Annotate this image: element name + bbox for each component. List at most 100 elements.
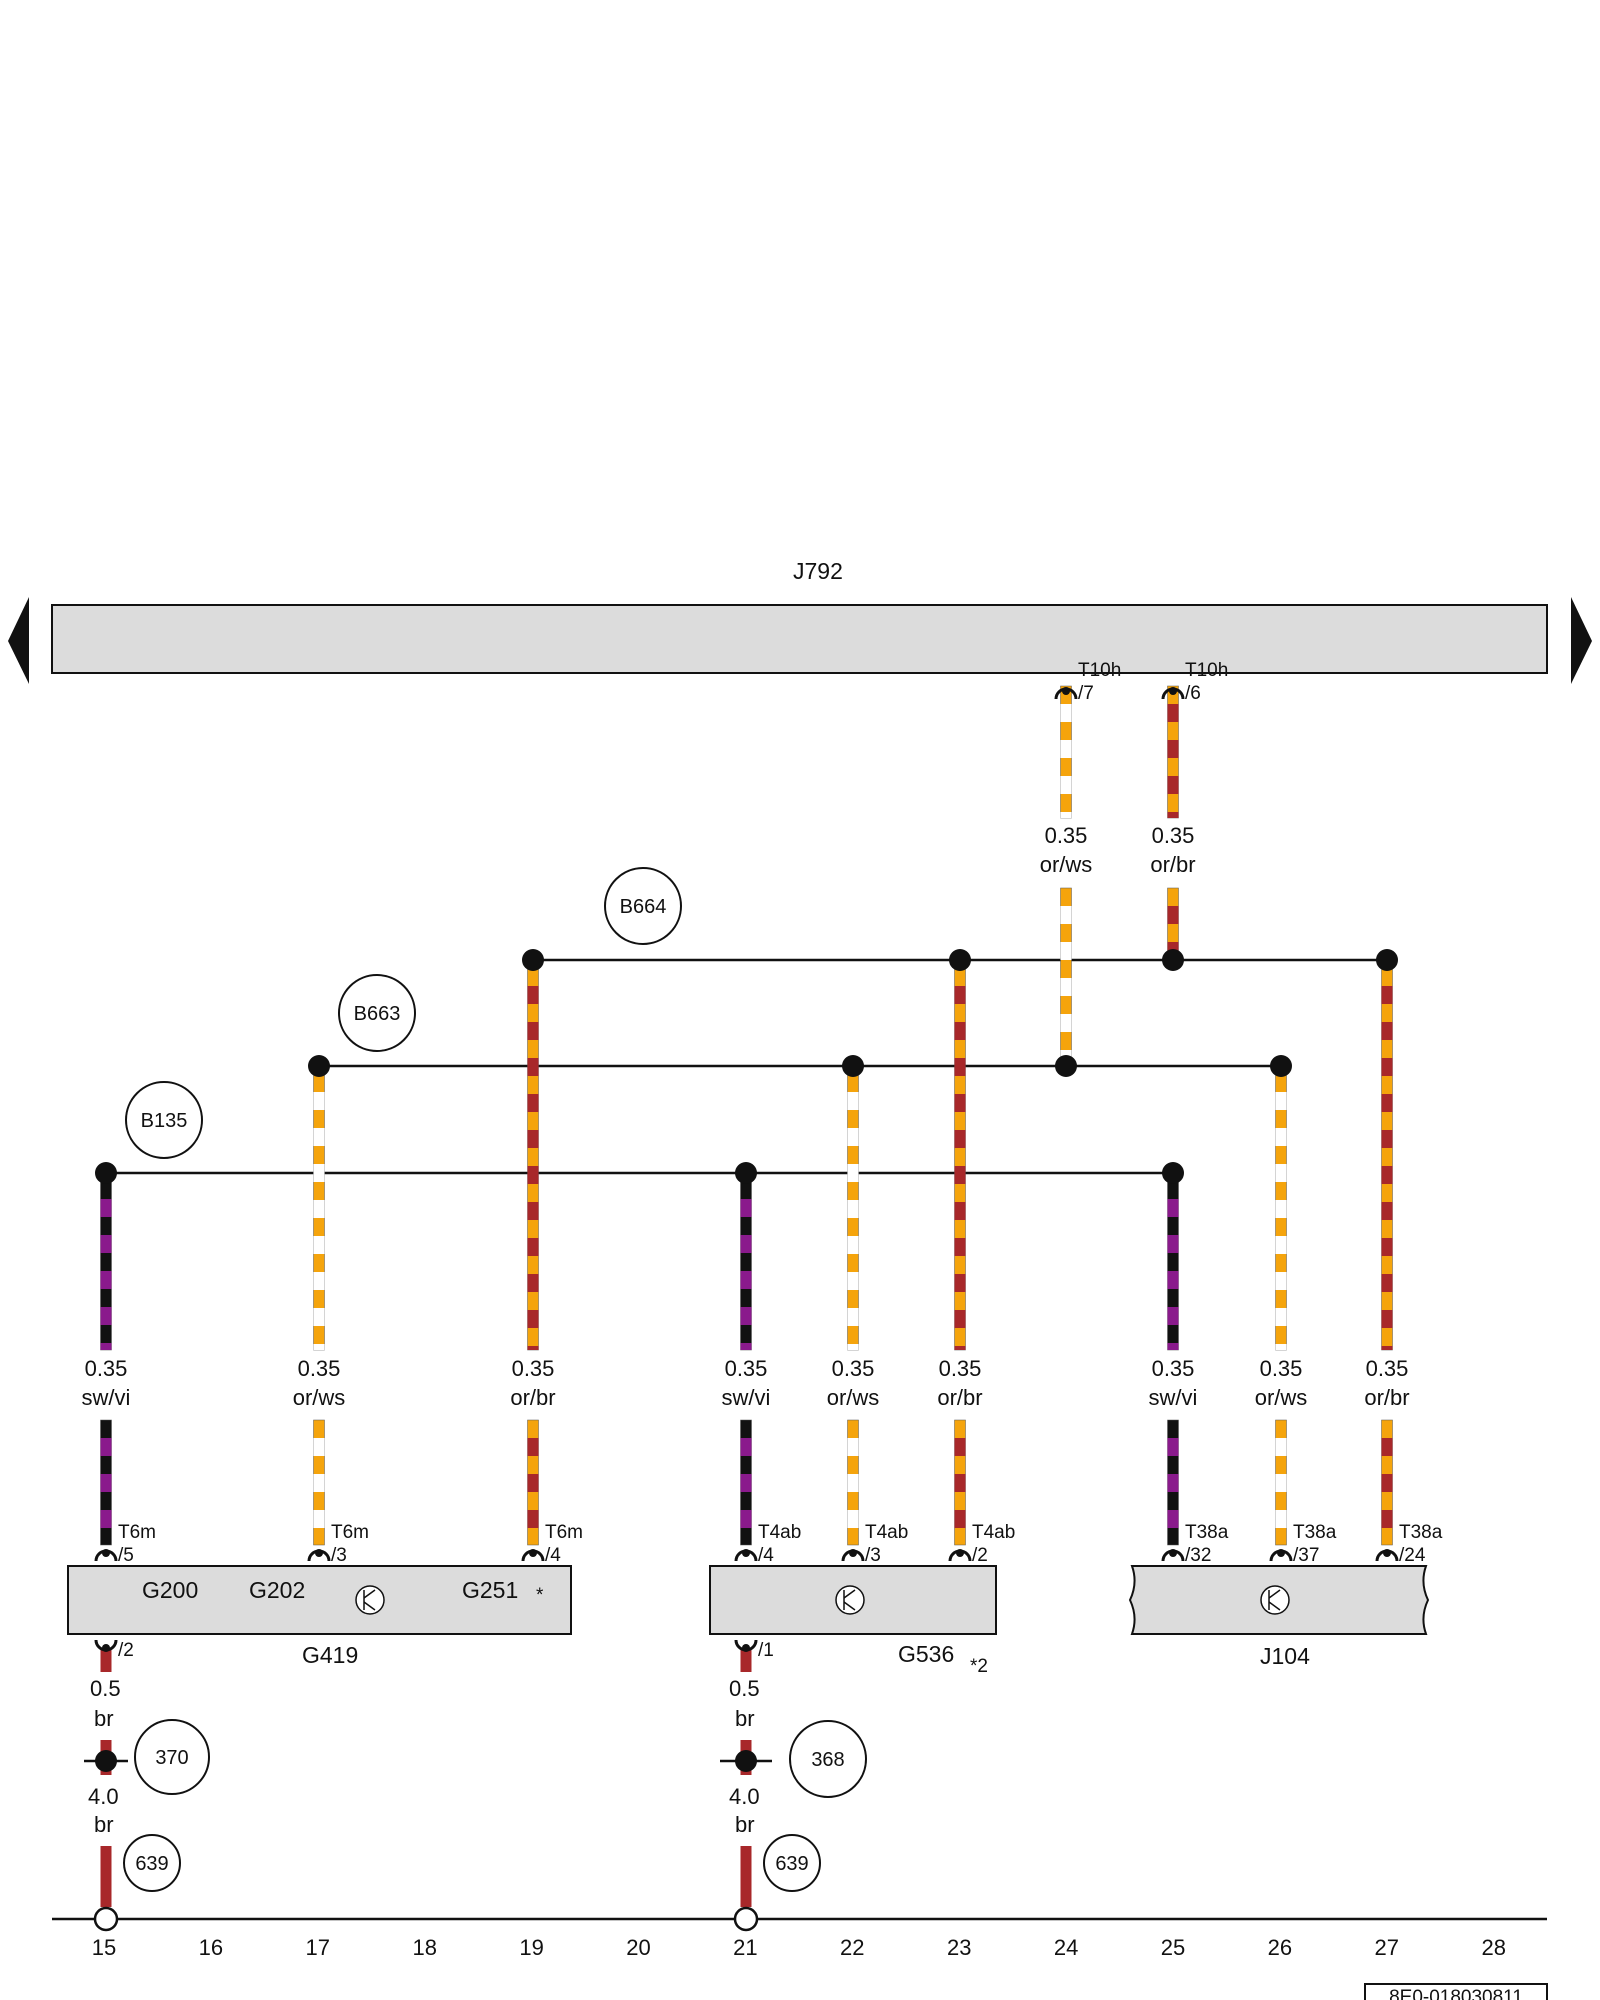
- connector-label: T4ab: [865, 1522, 908, 1543]
- component-g536: G536 *2: [709, 1565, 997, 1677]
- pin-label: /7: [1078, 683, 1094, 704]
- ground-wire-size: 0.5: [90, 1676, 121, 1701]
- axis-tick-label: 21: [733, 1935, 757, 1960]
- axis-tick-label: 26: [1268, 1935, 1292, 1960]
- splice-b664: B664: [604, 867, 682, 945]
- component-g419: G200 G202 G251 * G419: [67, 1565, 572, 1668]
- axis-tick-label: 23: [947, 1935, 971, 1960]
- wire-segment-upper: [954, 967, 966, 1351]
- wire-size: 0.35: [298, 1356, 341, 1381]
- axis-tick-label: 20: [626, 1935, 650, 1960]
- page-next-arrow[interactable]: [1571, 597, 1592, 684]
- axis-tick-label: 17: [306, 1935, 330, 1960]
- wire-layer: [100, 685, 1393, 1907]
- wire-size: 0.35: [1260, 1356, 1303, 1381]
- connector-label: T6m: [545, 1522, 583, 1543]
- ground-wire-size-b: 4.0: [729, 1784, 760, 1809]
- pin-layer: T6m/5T6m/3T6m/4T4ab/4T4ab/3T4ab/2T38a/32…: [94, 660, 1443, 1661]
- junction-dots: [95, 949, 1398, 1184]
- wire-segment-lower: [847, 1419, 859, 1546]
- wire-segment-lower: [740, 1419, 752, 1546]
- wire-label-w17: 0.35 or/ws: [293, 1356, 346, 1410]
- connector-label: T10h: [1185, 660, 1228, 681]
- wire-segment-lower: [100, 1419, 112, 1546]
- wire-size: 0.35: [1366, 1356, 1409, 1381]
- ground-wire-color: br: [94, 1706, 114, 1731]
- connector-label: T38a: [1185, 1522, 1229, 1543]
- wire-color: or/ws: [827, 1385, 880, 1410]
- pin-label: /32: [1185, 1545, 1211, 1566]
- axis-tick-label: 18: [412, 1935, 436, 1960]
- wire-segment-upper: [1167, 1180, 1179, 1351]
- pin-label: /4: [545, 1545, 561, 1566]
- pin-label: /2: [118, 1640, 134, 1661]
- pin-label: /1: [758, 1640, 774, 1661]
- pin-label: /3: [331, 1545, 347, 1566]
- pin-label: /5: [118, 1545, 134, 1566]
- splice-b135-label: B135: [141, 1110, 188, 1132]
- wire-size: 0.35: [85, 1356, 128, 1381]
- g419-note: *: [536, 1585, 544, 1606]
- doc-id: 8E0-018030811: [1389, 1987, 1523, 2000]
- wire-label-w15: 0.35 sw/vi: [82, 1356, 131, 1410]
- connector-pin-w15: T6m/5: [94, 1522, 156, 1566]
- ground-ref-370-label: 370: [155, 1747, 188, 1769]
- pin-label: /6: [1185, 683, 1201, 704]
- wire-label-w25t: 0.35 or/br: [1150, 823, 1195, 877]
- wire-color: sw/vi: [1149, 1385, 1198, 1410]
- wire-segment-upper: [527, 967, 539, 1351]
- wire-segment-upper: [100, 1180, 112, 1351]
- connector-pin-w19: T6m/4: [521, 1522, 583, 1566]
- pin-label: /37: [1293, 1545, 1319, 1566]
- control-unit-label: J792: [793, 558, 843, 584]
- connector-label: T4ab: [972, 1522, 1015, 1543]
- g536-label: G536: [898, 1641, 954, 1667]
- wire-size: 0.35: [1045, 823, 1088, 848]
- wire-segment-upper: [1275, 1073, 1287, 1351]
- axis-tick-label: 19: [519, 1935, 543, 1960]
- axis-tick-label: 24: [1054, 1935, 1078, 1960]
- wire-segment-upper: [740, 1180, 752, 1351]
- ground-wire-segment: [100, 1648, 112, 1672]
- wire-segment-t10h-7-lower: [1060, 887, 1072, 1059]
- transistor-icon: [835, 1585, 865, 1615]
- wire-label-w27: 0.35 or/br: [1364, 1356, 1409, 1410]
- ground-wire-segment: [740, 1846, 752, 1907]
- axis-tick-label: 22: [840, 1935, 864, 1960]
- connector-pin-w23: T4ab/2: [948, 1522, 1015, 1566]
- ground-terminal: [93, 1906, 119, 1932]
- wire-label-w21: 0.35 sw/vi: [722, 1356, 771, 1410]
- ground-path-middle: 0.5 br 368 4.0 br 639: [720, 1676, 867, 1892]
- ground-wire-color: br: [735, 1706, 755, 1731]
- ground-ref-368-label: 368: [811, 1749, 844, 1771]
- connector-label: T38a: [1399, 1522, 1443, 1543]
- ground-splice-dot: [95, 1750, 117, 1772]
- wire-color: or/br: [510, 1385, 555, 1410]
- connector-label: T4ab: [758, 1522, 801, 1543]
- wire-color: or/ws: [1040, 852, 1093, 877]
- axis-tick-label: 25: [1161, 1935, 1185, 1960]
- axis-tick-label: 15: [92, 1935, 116, 1960]
- connector-pin-t10h-6: T10h/6: [1161, 660, 1228, 704]
- pin-label: /4: [758, 1545, 774, 1566]
- ground-ref-370: [134, 1719, 210, 1795]
- axis-tick-label: 27: [1375, 1935, 1399, 1960]
- splice-b663: B663: [338, 974, 416, 1052]
- ground-ref-368: [789, 1720, 867, 1798]
- page-prev-arrow[interactable]: [8, 597, 29, 684]
- splice-b135: B135: [125, 1081, 203, 1159]
- connector-pin-t10h-7: T10h/7: [1054, 660, 1121, 704]
- splice-b664-label: B664: [620, 896, 667, 918]
- wire-segment-lower: [1275, 1419, 1287, 1546]
- wire-segment-upper: [1381, 967, 1393, 1351]
- wire-label-w23: 0.35 or/br: [937, 1356, 982, 1410]
- g251-label: G251: [462, 1577, 518, 1603]
- wire-segment-lower: [954, 1419, 966, 1546]
- ground-wire-color-b: br: [94, 1812, 114, 1837]
- doc-id-box: [1364, 1983, 1548, 2000]
- wire-label-w22: 0.35 or/ws: [827, 1356, 880, 1410]
- wire-size: 0.35: [1152, 823, 1195, 848]
- wire-size: 0.35: [939, 1356, 982, 1381]
